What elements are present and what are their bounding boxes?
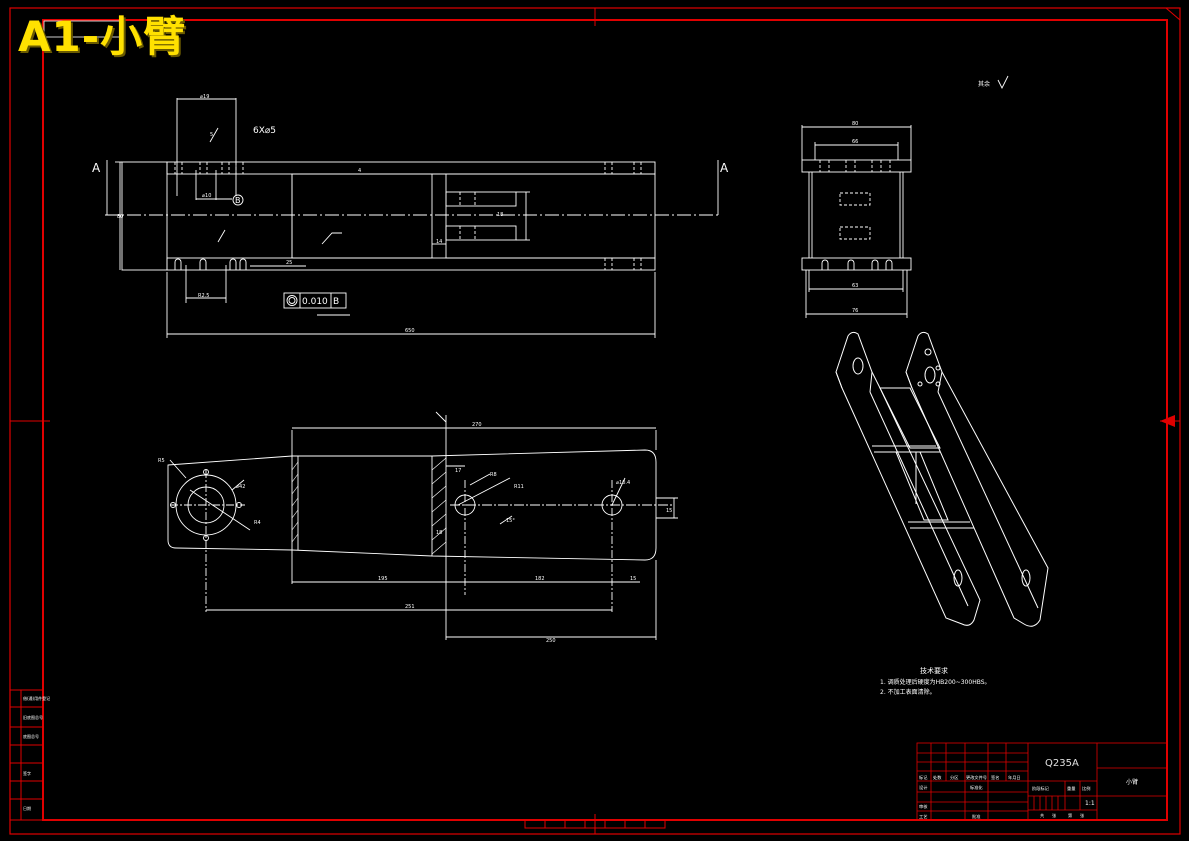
corner-box — [43, 20, 123, 38]
side-view — [801, 75, 1009, 318]
bottom-view — [167, 411, 678, 640]
left-strip-labels: 借(通)用件登记 旧底图总号 底图总号 签字 日期 — [23, 695, 50, 811]
row-label-1: 处数 — [933, 774, 942, 781]
dim-overall: 251 — [405, 604, 415, 610]
section-a-right: A — [720, 161, 729, 175]
row-label-2: 分区 — [950, 774, 958, 781]
dim-d-hole: ⌀10.4 — [616, 480, 630, 486]
left-strip — [9, 689, 44, 821]
dim-h-18: 18 — [436, 530, 442, 536]
left-label-1: 审核 — [919, 803, 928, 810]
strip-label-0: 借(通)用件登记 — [23, 695, 50, 701]
sheet-label-0: 共 — [1040, 812, 1044, 819]
side-dim-top-inner: 66 — [852, 139, 858, 145]
strip-label-2: 底图总号 — [23, 733, 39, 739]
dim-sm: 14 — [436, 239, 442, 245]
strip-label-3: 签字 — [23, 770, 31, 776]
dim-h-17: 17 — [455, 468, 461, 474]
dim-r-left-b: R4 — [254, 520, 261, 526]
tech-requirements: 技术要求 1. 调质处理后硬度为HB200~300HBS。 2. 不加工表面清除… — [880, 666, 991, 696]
dim-small-c: 5 — [210, 132, 213, 138]
tolerance-datum: B — [333, 297, 339, 307]
sheet-frame — [9, 7, 1181, 835]
dim-mid-left: 195 — [378, 576, 388, 582]
section-a-left: A — [92, 161, 101, 175]
dim-r-left: R5 — [158, 458, 165, 464]
top-view — [105, 98, 720, 338]
row-label-4: 签名 — [991, 774, 999, 781]
left-label-2: 工艺 — [919, 814, 927, 819]
side-dim-top-outer: 80 — [852, 121, 858, 127]
dim-right-edge: 15 — [666, 508, 672, 514]
part-name: 小臂 — [1126, 778, 1138, 786]
sheet-label-1: 张 — [1052, 812, 1057, 819]
mid-label-0: 标准化 — [970, 784, 983, 791]
dim-d-top: ⌀19 — [200, 94, 209, 100]
tech-item-1: 1. 调质处理后硬度为HB200~300HBS。 — [880, 678, 991, 686]
material: Q235A — [1045, 758, 1079, 769]
title-block-text: Q235A 小臂 1:1 标记 处数 分区 更改文件号 签名 年月日 设计 审核… — [919, 758, 1138, 820]
overlay-title: A1-小臂 — [18, 12, 187, 61]
dim-r-small: R8 — [490, 472, 497, 478]
dim-side: 25 — [286, 260, 292, 266]
mid-label-1: 批准 — [972, 813, 980, 820]
surface-note: 其余 — [978, 80, 990, 88]
scale: 1:1 — [1085, 800, 1095, 807]
title-block — [916, 742, 1168, 821]
datum-b: B — [235, 196, 241, 205]
tech-title: 技术要求 — [920, 666, 948, 675]
dim-total-right: 270 — [472, 422, 482, 428]
dim-total-length: 650 — [405, 328, 415, 334]
bottom-view-text: R5 270 195 182 251 250 15 R8 R11 ⌀10.4 1… — [158, 422, 672, 644]
dim-mid-right: 182 — [535, 576, 545, 582]
stage-label-2: 比例 — [1082, 785, 1090, 792]
dim-left-height: 80 — [117, 214, 123, 220]
strip-label-1: 旧底图总号 — [23, 714, 43, 720]
strip-label-4: 日期 — [23, 805, 31, 811]
stage-label-1: 重量 — [1067, 785, 1075, 792]
dim-d-mid: ⌀10 — [202, 193, 211, 199]
dim-small-b: 18 — [497, 212, 503, 218]
left-label-0: 设计 — [919, 784, 927, 791]
isometric-view — [835, 331, 1049, 627]
dim-small-a: 4 — [358, 168, 361, 174]
dim-bottom: 250 — [546, 638, 556, 644]
dim-angle: 15° — [506, 518, 515, 524]
side-dim-bottom-inner: 63 — [852, 283, 858, 289]
row-label-0: 标记 — [919, 774, 928, 781]
side-dim-bottom-outer: 76 — [852, 308, 858, 314]
tolerance-value: 0.010 — [302, 297, 328, 307]
dim-r-large: R11 — [514, 484, 524, 490]
dim-right-side: 15 — [630, 576, 636, 582]
sheet-label-2: 第 — [1068, 812, 1072, 819]
sheet-label-3: 张 — [1080, 812, 1085, 819]
dim-d-bot: R2.5 — [198, 293, 209, 299]
top-view-text: A A 6X⌀5 ⌀19 ⌀10 R2.5 650 25 80 14 4 18 … — [92, 94, 729, 334]
row-label-3: 更改文件号 — [966, 774, 987, 781]
dim-d-left: ⌀42 — [236, 484, 245, 490]
hole-callout: 6X⌀5 — [253, 126, 276, 136]
side-view-text: 其余 80 66 63 76 — [852, 80, 990, 314]
row-label-5: 年月日 — [1008, 774, 1021, 781]
tech-item-2: 2. 不加工表面清除。 — [880, 688, 936, 696]
stage-label-0: 阶段标记 — [1032, 785, 1050, 792]
